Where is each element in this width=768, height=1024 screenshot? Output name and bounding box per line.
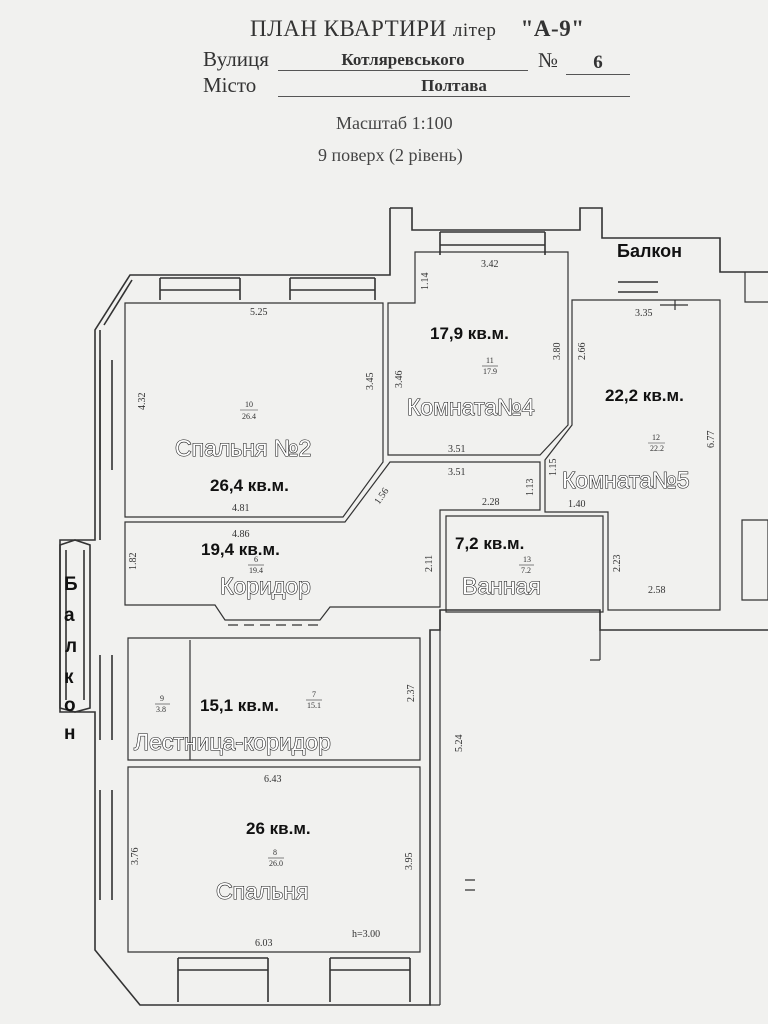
liter-value: "А-9" (520, 16, 585, 41)
area-room4: 17,9 кв.м. (430, 324, 509, 343)
street-value: Котляревського (278, 50, 528, 71)
floor-text: 9 поверх (2 рівень) (318, 145, 463, 165)
label-corridor: Коридор (220, 573, 311, 599)
number-label: № (538, 48, 559, 72)
plan-title-text: ПЛАН КВАРТИРИ (250, 16, 447, 41)
plan-title: ПЛАН КВАРТИРИ літер "А-9" (250, 16, 584, 42)
room-annotations: Спальня №2 26,4 кв.м. 17,9 кв.м. Комната… (64, 241, 690, 905)
area-stair: 15,1 кв.м. (200, 696, 279, 715)
dim-114: 1.14 (420, 273, 431, 291)
ceiling-height: h=3.00 (352, 929, 380, 940)
dim-351b: 3.51 (448, 467, 466, 478)
label-balcony-top: Балкон (617, 241, 682, 261)
area-bedroom: 26 кв.м. (246, 819, 311, 838)
num-8: 8 (273, 848, 277, 857)
dim-228: 2.28 (482, 497, 500, 508)
dim-156: 1.56 (372, 486, 391, 507)
dim-211: 2.11 (424, 555, 435, 572)
label-bedroom: Спальня (216, 878, 308, 904)
dim-140: 1.40 (568, 499, 586, 510)
room-numbers: 10 26.4 11 17.9 12 22.2 6 19.4 13 7.2 9 … (155, 356, 665, 868)
area-bedroom2: 26,4 кв.м. (210, 476, 289, 495)
dim-525: 5.25 (250, 307, 268, 318)
dim-113: 1.13 (525, 479, 536, 497)
dim-603: 6.03 (255, 938, 273, 949)
balcony-letter-4: к (64, 667, 74, 688)
dim-677: 6.77 (706, 431, 717, 449)
num-6-area: 19.4 (249, 566, 263, 575)
dim-643: 6.43 (264, 774, 282, 785)
dim-115: 1.15 (548, 459, 559, 477)
city-label: Місто (203, 73, 257, 97)
balcony-letter-1: Б (64, 574, 78, 595)
plan-walls (59, 207, 768, 1006)
dim-380: 3.80 (552, 343, 563, 361)
dim-432: 4.32 (137, 393, 148, 411)
dim-237: 2.37 (406, 685, 417, 703)
liter-label: літер (452, 20, 497, 41)
room-stair-outline (127, 637, 421, 761)
dim-258: 2.58 (648, 585, 666, 596)
plan-rooms (124, 251, 768, 1006)
num-7: 7 (312, 690, 316, 699)
balcony-letter-3: л (65, 636, 77, 657)
num-11: 11 (486, 356, 494, 365)
scale-text: Масштаб 1:100 (336, 113, 453, 133)
dim-182: 1.82 (128, 553, 139, 571)
area-corridor: 19,4 кв.м. (201, 540, 280, 559)
dim-486: 4.86 (232, 529, 250, 540)
room-5-outline (544, 299, 721, 611)
room-bedroom-outline (127, 766, 421, 953)
num-10: 10 (245, 400, 253, 409)
number-value: 6 (566, 52, 630, 75)
dim-351a: 3.51 (448, 444, 466, 455)
room-4-outline (387, 251, 569, 456)
dimension-labels: 5.25 4.32 3.45 3.46 3.42 1.14 3.80 3.35 … (128, 259, 717, 949)
num-13: 13 (523, 555, 531, 564)
dim-481: 4.81 (232, 503, 250, 514)
dim-524: 5.24 (454, 735, 465, 753)
dim-376: 3.76 (130, 848, 141, 866)
dim-345: 3.45 (365, 373, 376, 391)
balcony-letter-5: о (64, 695, 76, 716)
room-bedroom2-outline (124, 302, 384, 518)
num-10-area: 26.4 (242, 412, 256, 421)
dim-346: 3.46 (394, 371, 405, 389)
label-room4: Комната№4 (407, 394, 535, 420)
balcony-letter-2: а (64, 605, 75, 626)
area-bath: 7,2 кв.м. (455, 534, 524, 553)
label-bath: Ванная (462, 573, 541, 599)
label-bedroom2: Спальня №2 (175, 435, 311, 461)
num-13-area: 7.2 (521, 566, 531, 575)
dim-342: 3.42 (481, 259, 499, 270)
label-room5: Комната№5 (562, 467, 690, 493)
room-corridor-outline (124, 461, 541, 621)
num-12: 12 (652, 433, 660, 442)
dim-335: 3.35 (635, 308, 653, 319)
num-8-area: 26.0 (269, 859, 283, 868)
label-stair: Лестница-коридор (134, 729, 331, 755)
area-room5: 22,2 кв.м. (605, 386, 684, 405)
num-12-area: 22.2 (650, 444, 664, 453)
dim-395: 3.95 (404, 853, 415, 871)
num-7-area: 15.1 (307, 701, 321, 710)
room-bath-outline (445, 515, 604, 613)
balcony-letter-6: н (64, 723, 75, 744)
num-9: 9 (160, 694, 164, 703)
num-6: 6 (254, 555, 258, 564)
dim-266: 2.66 (577, 343, 588, 361)
city-value: Полтава (278, 76, 630, 97)
num-11-area: 17.9 (483, 367, 497, 376)
dim-223: 2.23 (612, 555, 623, 573)
street-label: Вулиця (203, 47, 269, 71)
num-9-area: 3.8 (156, 705, 166, 714)
